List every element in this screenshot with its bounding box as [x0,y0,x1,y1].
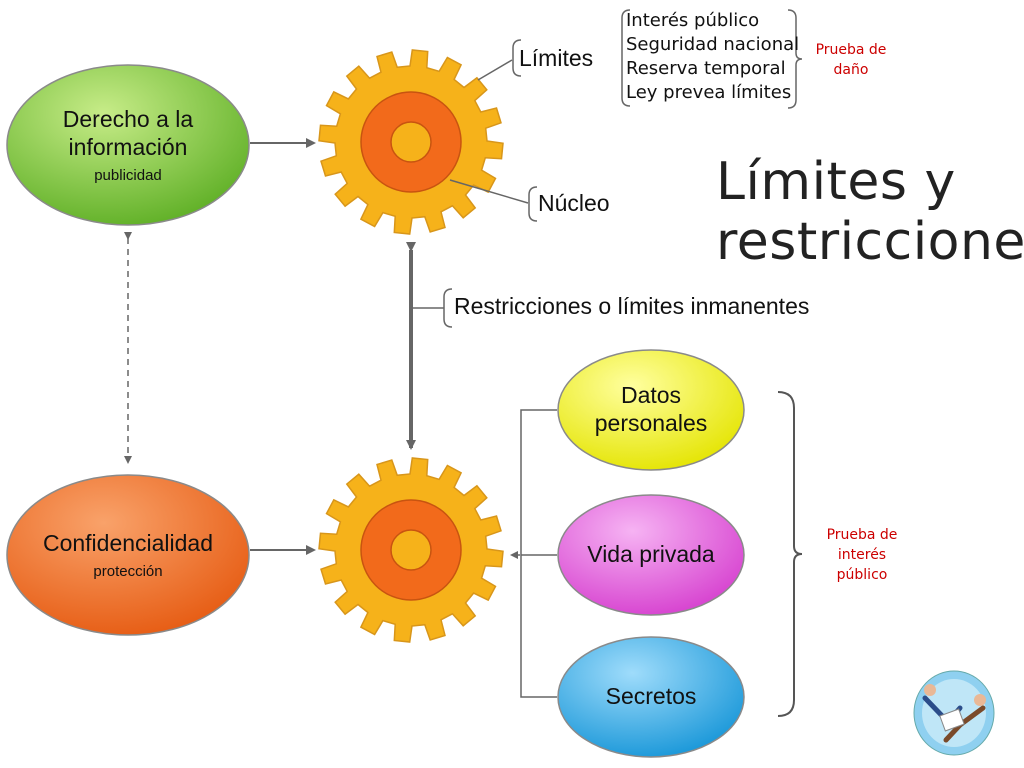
label-nucleo: Núcleo [538,190,610,216]
node-vida-shape [557,494,745,616]
node-derecho: Derecho a la información publicidad [7,65,249,225]
page-title: Límites y restricciones [716,152,1024,273]
bracket-limites-list-right [787,9,803,109]
mascot-icon [913,670,995,756]
label-limites: Límites [519,45,594,71]
fork-lines [520,409,557,698]
gear-hole [390,529,432,571]
node-secretos: Secretos [558,637,744,757]
node-datos: Datos personales [558,350,744,470]
gear-top [318,49,504,235]
limites-item: Seguridad nacional [626,34,800,55]
gear-hole [390,121,432,163]
node-datos-shape [557,349,745,471]
prueba-interes-label: Prueba de interés público [826,527,898,583]
node-confidencialidad-subtitle: protección [93,563,163,581]
node-secretos-shape [557,636,745,758]
bracket-limites-list-left [621,9,631,107]
node-datos-title: Datos personales [594,382,708,436]
prueba-dano-label: Prueba de daño [815,42,887,78]
label-restricciones: Restricciones o límites inmanentes [454,293,810,319]
leader-limites [477,59,513,81]
limites-item: Interés público [626,10,760,31]
node-confidencialidad: Confidencialidad protección [7,475,249,635]
bracket-restricciones [443,288,453,328]
limites-list: Interés público Seguridad nacional Reser… [626,9,799,105]
node-confidencialidad-shape [6,474,250,636]
node-derecho-title: Derecho a la información [62,105,194,160]
bracket-limites [512,39,522,77]
node-vida: Vida privada [558,495,744,615]
node-confidencialidad-title: Confidencialidad [42,529,214,556]
node-derecho-shape [6,64,250,226]
node-secretos-title: Secretos [605,683,697,710]
gear-bottom [318,457,504,643]
brace-prueba-interes [777,391,803,717]
leader-nucleo [449,179,529,204]
bracket-nucleo [528,186,538,222]
node-vida-title: Vida privada [587,541,715,568]
limites-item: Reserva temporal [626,58,786,79]
node-derecho-subtitle: publicidad [94,167,162,185]
limites-item: Ley prevea límites [626,82,792,103]
